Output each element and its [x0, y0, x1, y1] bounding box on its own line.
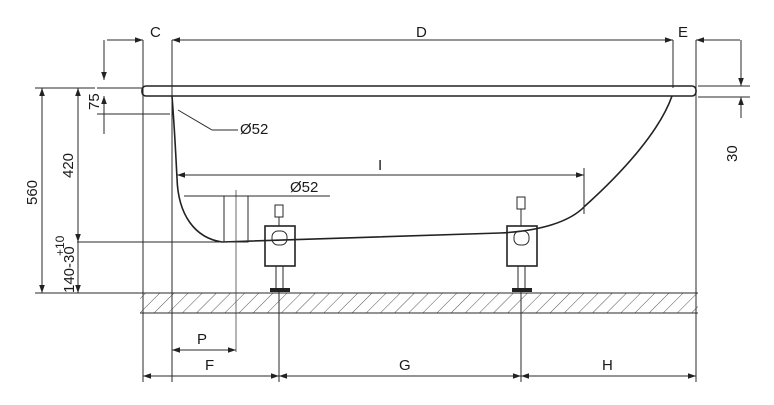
- label-G: G: [399, 357, 411, 374]
- leg-left: [264, 204, 296, 292]
- label-d52-mid: Ø52: [290, 179, 318, 196]
- floor: [140, 292, 698, 314]
- right-dimensions: 30: [698, 60, 750, 162]
- top-dimensions: C D E: [107, 24, 742, 86]
- label-I: I: [378, 157, 382, 174]
- label-H: H: [602, 357, 613, 374]
- label-E: E: [678, 24, 688, 41]
- tub-body: [171, 95, 673, 243]
- dimension-I: I: [177, 157, 585, 214]
- label-F: F: [205, 357, 214, 374]
- label-P: P: [197, 331, 207, 348]
- diameter-callouts: Ø52 Ø52: [177, 109, 330, 197]
- label-tol-minus: 140-30: [61, 246, 78, 293]
- tub-rim: [141, 85, 697, 97]
- label-D: D: [416, 24, 427, 41]
- bottom-dimensions: F G H P: [143, 292, 696, 382]
- label-C: C: [150, 24, 161, 41]
- label-d52-top: Ø52: [240, 121, 268, 138]
- label-560: 560: [24, 180, 41, 205]
- leg-right: [506, 196, 538, 292]
- left-dimensions: 560 420 75 +10 140-30: [24, 40, 170, 294]
- label-tol-plus: +10: [53, 235, 67, 256]
- label-75: 75: [86, 93, 103, 110]
- label-420: 420: [60, 153, 77, 178]
- drain: [211, 190, 249, 352]
- label-30: 30: [724, 145, 741, 162]
- enclosure-outline: [142, 40, 697, 382]
